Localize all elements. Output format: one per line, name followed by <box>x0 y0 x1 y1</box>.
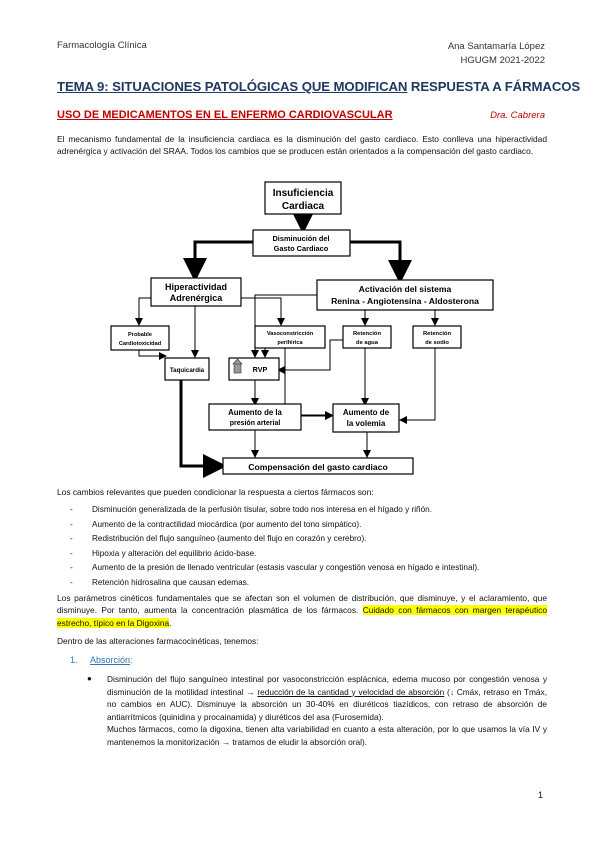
txt-ic-2: Cardiaca <box>282 201 325 212</box>
page-title: TEMA 9: SITUACIONES PATOLÓGICAS QUE MODI… <box>57 79 580 94</box>
txt-card-1: Probable <box>128 332 152 338</box>
box-agua <box>342 325 392 349</box>
txt-vaso-2: periférica <box>277 340 303 346</box>
section-author: Dra. Cabrera <box>490 110 545 121</box>
box-vol <box>332 403 400 433</box>
box-dgc <box>252 229 351 257</box>
page-title-underlined: TEMA 9: SITUACIONES PATOLÓGICAS QUE MODI… <box>57 79 408 94</box>
txt-agua-1: Retención <box>353 331 381 337</box>
arrow-dgc-hip <box>183 240 253 282</box>
txt-comp: Compensación del gasto cardiaco <box>248 462 387 472</box>
arrow-taqui-comp <box>179 380 227 478</box>
bullet-dot-icon: ● <box>87 674 92 683</box>
box-sodio <box>412 325 462 349</box>
arrow-card-taqui <box>138 350 167 360</box>
absorption-text-c: (↓ Cmáx, retraso en Tmáx, no cambios en … <box>107 686 547 722</box>
list-item-text: Disminución generalizada de la perfusión… <box>92 505 432 514</box>
txt-vaso-1: Vasoconstricción <box>267 331 314 337</box>
bullet-dash: - <box>70 563 73 573</box>
bullet-dash: - <box>70 505 73 514</box>
header-institution: HGUGM 2021-2022 <box>460 55 545 66</box>
txt-hip-1: Hiperactividad <box>165 282 227 292</box>
list-item-text: Aumento de la contractilidad miocárdica … <box>92 519 362 529</box>
list-item: - Aumento de la contractilidad miocárdica… <box>70 518 540 533</box>
header-author-name: Ana Santamaría López <box>447 41 545 52</box>
arrow-hip-card <box>135 297 155 326</box>
bullet-dash: - <box>70 519 73 529</box>
up-arrow-icon <box>232 358 243 374</box>
absorption-paragraph-2: Muchos fármacos, como la digoxina, tiene… <box>107 724 547 747</box>
list-item-text: Retención hidrosalina que causan edemas. <box>92 577 250 587</box>
box-ic <box>264 181 342 215</box>
header-author: Ana Santamaría López HGUGM 2021-2022 <box>448 40 545 68</box>
subsection-number: 1. <box>70 655 78 665</box>
pk-text: Los parámetros cinéticos fundamentales q… <box>57 593 547 616</box>
arrow-agua-rvp <box>277 339 350 374</box>
subsection-colon: : <box>130 655 133 665</box>
intro-paragraph: El mecanismo fundamental de la insuficie… <box>57 134 547 157</box>
txt-card-2: Cardiotoxicidad <box>119 341 162 347</box>
txt-sodio-1: Retención <box>423 331 451 337</box>
bullet-dash: - <box>70 534 73 544</box>
box-pa <box>208 403 302 431</box>
txt-hip-2: Adrenérgica <box>170 293 224 303</box>
txt-dgc-1: Disminución del <box>272 234 329 243</box>
box-taqui <box>164 357 210 381</box>
list-item: - Hipoxia y alteración del equilibrio áci… <box>70 547 540 562</box>
txt-pa-2: presión arterial <box>230 420 281 427</box>
txt-vol-1: Aumento de <box>343 408 390 417</box>
txt-dgc-2: Gasto Cardiaco <box>274 244 329 253</box>
box-hip <box>150 277 242 307</box>
subsection-label: Absorción <box>90 655 131 665</box>
box-card <box>110 325 170 351</box>
txt-taqui: Taquicardia <box>170 367 205 374</box>
page-number: 1 <box>537 790 543 800</box>
subsection-absorption: 1. Absorción: <box>70 655 133 665</box>
bullet-dash: - <box>70 577 73 587</box>
heart-failure-diagram: Insuficiencia Cardiaca Disminución del G… <box>110 181 494 478</box>
header-course: Farmacología Clínica <box>57 40 147 51</box>
list-item-text: Hipoxia y alteración del equilibrio ácid… <box>92 548 257 558</box>
list-item-text: Aumento de la presión de llenado ventric… <box>92 563 480 573</box>
list-item: - Aumento de la presión de llenado ventri… <box>70 561 540 576</box>
list-item: - Disminución generalizada de la perfusió… <box>70 503 540 518</box>
txt-pa-1: Aumento de la <box>228 408 282 417</box>
box-comp <box>222 457 414 475</box>
bullet-dash: - <box>70 548 73 558</box>
txt-agua-2: de agua <box>356 340 379 346</box>
pk-end: . <box>169 617 172 628</box>
absorption-paragraph-1: Disminución del flujo sanguíneo intestin… <box>107 673 547 723</box>
txt-act-2: Renina - Angiotensina - Aldosterona <box>331 296 479 306</box>
txt-rvp: RVP <box>253 365 268 374</box>
changes-intro: Los cambios relevantes que pueden condic… <box>57 487 374 497</box>
txt-sodio-2: de sodio <box>425 340 449 346</box>
txt-act-1: Activación del sistema <box>359 284 452 294</box>
page-title-rest: RESPUESTA A FÁRMACOS <box>407 79 581 94</box>
arrow-dgc-act <box>350 240 412 284</box>
section-title: USO DE MEDICAMENTOS EN EL ENFERMO CARDIO… <box>57 109 393 121</box>
arrow-hip-vaso <box>235 297 285 326</box>
absorption-text-a: Disminución del flujo sanguíneo intestin… <box>107 674 547 697</box>
txt-vol-2: la volemia <box>347 419 386 428</box>
list-item: - Retención hidrosalina que causan edemas… <box>70 576 540 591</box>
absorption-detail: ● Disminución del flujo sanguíneo intest… <box>87 673 547 749</box>
list-item: - Redistribución del flujo sanguíneo (aum… <box>70 532 540 547</box>
changes-list: - Disminución generalizada de la perfusió… <box>70 503 540 591</box>
alterations-intro: Dentro de las alteraciones farmacocinéti… <box>57 636 259 646</box>
pk-paragraph: Los parámetros cinéticos fundamentales q… <box>57 592 547 629</box>
arrow-sodio-vol <box>399 348 436 424</box>
absorption-text-b: reducción de la cantidad y velocidad de … <box>257 686 445 697</box>
box-vaso <box>254 325 326 349</box>
list-item-text: Redistribución del flujo sanguíneo (aume… <box>92 534 367 544</box>
txt-ic-1: Insuficiencia <box>273 188 334 199</box>
box-act <box>316 279 494 311</box>
